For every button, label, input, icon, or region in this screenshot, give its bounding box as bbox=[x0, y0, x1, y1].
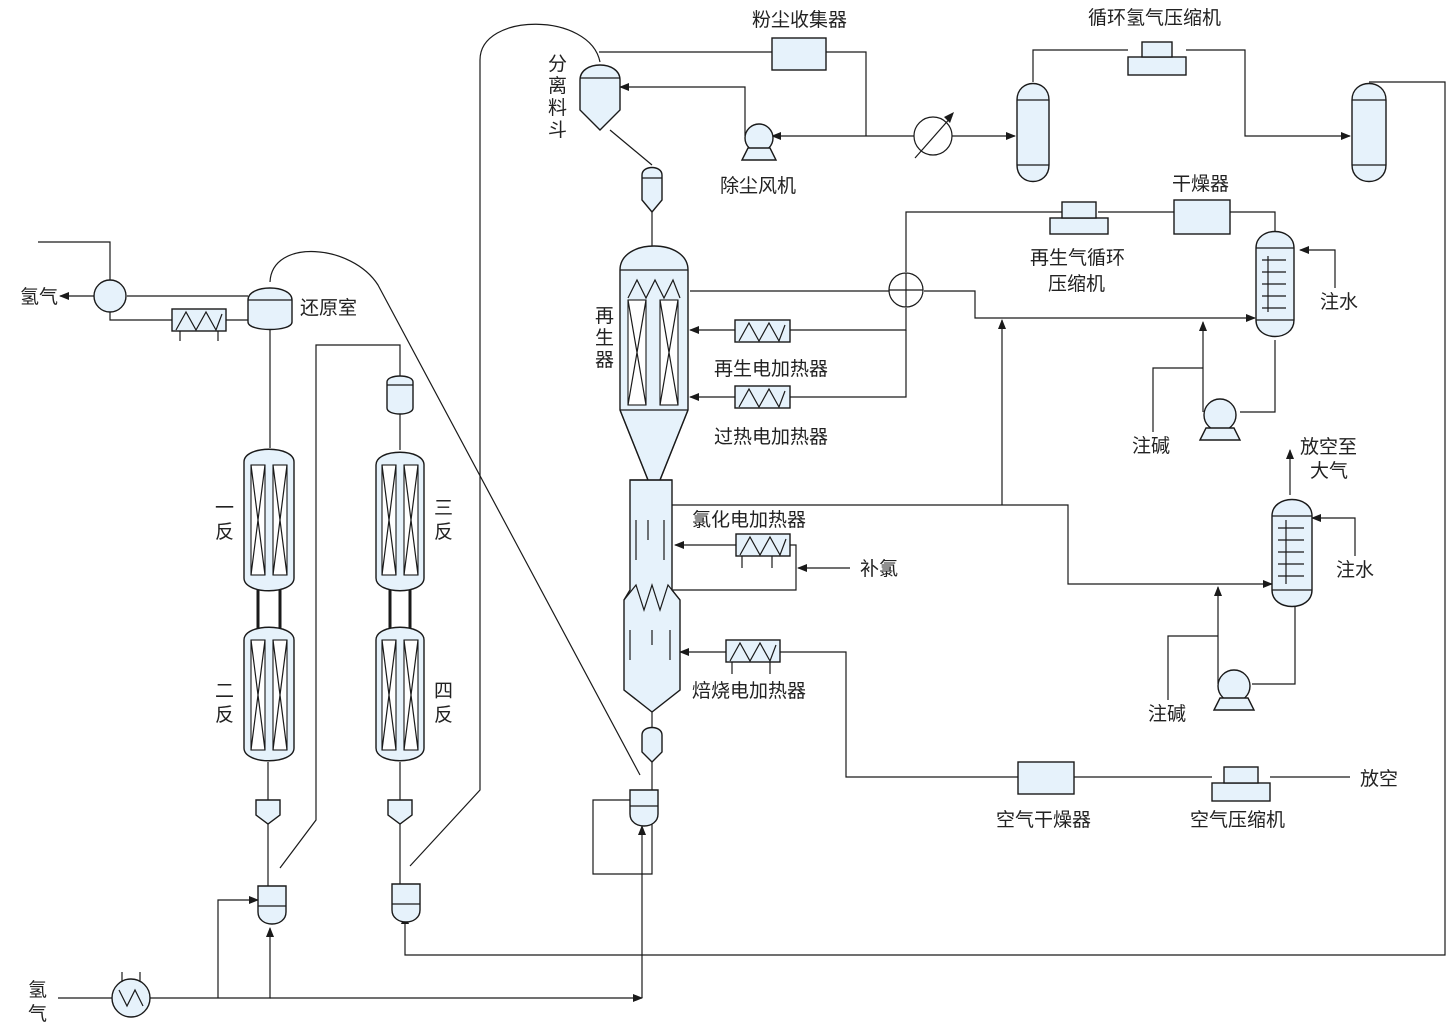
lift-pot-1 bbox=[257, 885, 287, 925]
label-air-dryer: 空气干燥器 bbox=[996, 809, 1091, 831]
reactor-1 bbox=[243, 448, 295, 592]
label-hydrogen-bottom-1: 氢 bbox=[28, 979, 47, 1001]
scrubber-2-pump bbox=[1212, 669, 1256, 711]
label-reactor1-b: 反 bbox=[215, 521, 234, 543]
recycle-hydrogen-compressor bbox=[1127, 41, 1187, 76]
reactor-3-4-connector bbox=[388, 590, 412, 632]
label-hydrogen-top: 氢气 bbox=[20, 286, 58, 308]
gas-mixer bbox=[888, 272, 924, 308]
reduction-chamber bbox=[247, 287, 293, 331]
regen-gas-compressor bbox=[1049, 201, 1109, 235]
piping bbox=[38, 23, 1446, 1002]
recycle-vessel-2 bbox=[1351, 83, 1387, 182]
regen-heater bbox=[734, 319, 791, 343]
label-vent: 放空 bbox=[1360, 768, 1398, 790]
label-dryer: 干燥器 bbox=[1172, 173, 1229, 195]
label-chlorination-heater: 氯化电加热器 bbox=[692, 509, 806, 531]
label-regenerator-3: 器 bbox=[595, 349, 614, 371]
chlorination-heater bbox=[735, 533, 791, 568]
label-water-injection-1: 注水 bbox=[1320, 291, 1358, 313]
scrubber-1-pump bbox=[1198, 398, 1242, 441]
label-vent-atm-1: 放空至 bbox=[1300, 436, 1357, 458]
reactor-4-bottom-hopper bbox=[387, 799, 413, 825]
reactor-3 bbox=[375, 451, 425, 592]
calcination-heater bbox=[725, 639, 781, 674]
dust-collector bbox=[771, 37, 827, 71]
label-regen-gas-compressor-2: 压缩机 bbox=[1048, 273, 1105, 295]
hydrogen-blower bbox=[93, 279, 127, 313]
label-calcination-heater: 焙烧电加热器 bbox=[692, 680, 806, 702]
labels: 氢气 氢 气 还原室 一 反 二 反 三 反 四 反 分 离 料 斗 再 生 器… bbox=[20, 7, 1398, 1025]
air-compressor bbox=[1211, 766, 1271, 802]
label-reactor2-b: 反 bbox=[215, 704, 234, 726]
label-reactor2-a: 二 bbox=[215, 680, 234, 702]
lift-pot-3 bbox=[629, 789, 659, 827]
scrubber-1 bbox=[1255, 230, 1295, 338]
label-regenerator-1: 再 bbox=[595, 305, 614, 327]
label-superheat-heater: 过热电加热器 bbox=[714, 426, 828, 448]
label-recycle-h2-compressor: 循环氢气压缩机 bbox=[1088, 7, 1221, 29]
label-hydrogen-bottom-2: 气 bbox=[28, 1003, 47, 1025]
label-caustic-injection-2: 注碱 bbox=[1148, 703, 1186, 725]
label-dust-collector: 粉尘收集器 bbox=[752, 9, 847, 31]
lift-pot-2 bbox=[391, 883, 421, 923]
scrubber-2 bbox=[1271, 498, 1313, 608]
air-dryer bbox=[1017, 761, 1075, 795]
regenerator-bottom-hopper bbox=[641, 726, 663, 763]
label-separation-hopper-4: 斗 bbox=[548, 119, 567, 141]
label-regen-heater: 再生电加热器 bbox=[714, 358, 828, 380]
label-reduction-chamber: 还原室 bbox=[300, 297, 357, 319]
label-makeup-chlorine: 补氯 bbox=[860, 558, 898, 580]
label-reactor4-a: 四 bbox=[434, 680, 453, 702]
recycle-vessel-1 bbox=[1016, 83, 1050, 182]
label-separation-hopper-2: 离 bbox=[548, 75, 567, 97]
label-reactor3-a: 三 bbox=[434, 497, 453, 519]
label-reactor4-b: 反 bbox=[434, 704, 453, 726]
gas-cooler bbox=[913, 112, 954, 159]
reactor-3-top-hopper bbox=[386, 375, 414, 415]
label-regen-gas-compressor-1: 再生气循环 bbox=[1030, 247, 1125, 269]
label-water-injection-2: 注水 bbox=[1336, 559, 1374, 581]
hydrogen-heater bbox=[171, 308, 227, 341]
reactor-2-bottom-hopper bbox=[255, 799, 281, 825]
label-regenerator-2: 生 bbox=[595, 327, 614, 349]
label-caustic-injection-1: 注碱 bbox=[1132, 435, 1170, 457]
regenerator bbox=[619, 245, 689, 713]
regenerator-feed-hopper bbox=[641, 166, 663, 214]
dryer bbox=[1173, 199, 1231, 235]
dust-fan bbox=[740, 123, 778, 161]
label-dust-fan: 除尘风机 bbox=[720, 175, 796, 197]
label-separation-hopper-3: 料 bbox=[548, 97, 567, 119]
label-separation-hopper-1: 分 bbox=[548, 53, 567, 75]
hydrogen-bottom-heater bbox=[111, 972, 151, 1018]
reactor-2 bbox=[243, 626, 295, 762]
label-reactor3-b: 反 bbox=[434, 521, 453, 543]
superheat-heater bbox=[734, 385, 791, 409]
label-air-compressor: 空气压缩机 bbox=[1190, 809, 1285, 831]
separation-hopper bbox=[579, 64, 621, 131]
reactor-4 bbox=[375, 626, 425, 762]
reactor-1-2-connector bbox=[256, 590, 282, 632]
label-vent-atm-2: 大气 bbox=[1310, 460, 1348, 482]
label-reactor1-a: 一 bbox=[215, 497, 234, 519]
